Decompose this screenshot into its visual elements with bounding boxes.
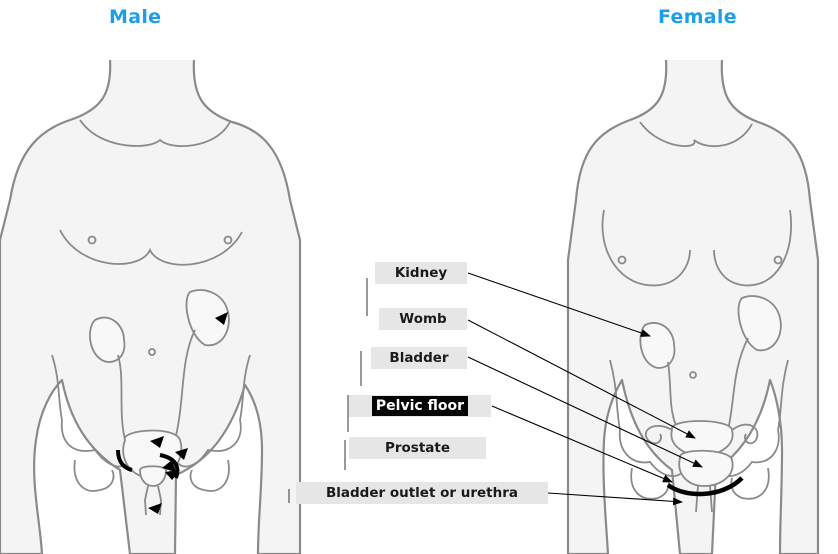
male-prostate <box>140 466 166 486</box>
label-bladder: Bladder <box>371 347 467 369</box>
label-kidney: Kidney <box>375 262 467 284</box>
female-bladder <box>679 451 732 486</box>
label-pelvic-floor-text: Pelvic floor <box>372 396 468 416</box>
label-womb: Womb <box>379 308 467 330</box>
label-prostate: Prostate <box>349 437 486 459</box>
label-bladder-outlet: Bladder outlet or urethra <box>296 482 548 504</box>
label-pelvic-floor: Pelvic floor <box>349 395 491 417</box>
